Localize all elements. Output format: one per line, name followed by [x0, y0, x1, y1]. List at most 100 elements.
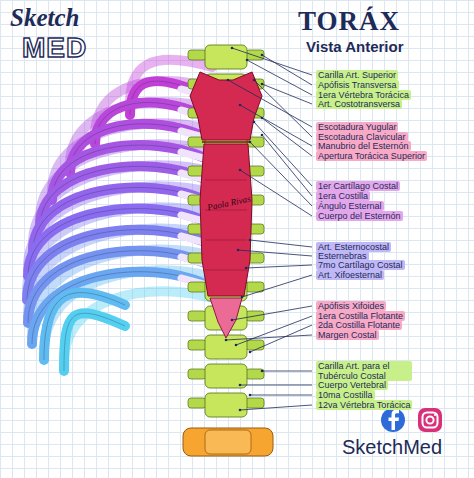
leader-dot [249, 141, 252, 144]
part-label: Carilla Art. para el Tubérculo Costal [316, 361, 412, 381]
part-label: Art. Costotransversa [316, 99, 402, 109]
leader-line [262, 84, 312, 104]
costal-cartilage [181, 131, 203, 137]
title: TORÁX [298, 6, 400, 37]
leader-line [262, 55, 312, 85]
part-label: 2da Costilla Flotante [316, 320, 402, 330]
lumbar-vertebra [183, 428, 273, 456]
part-label: 12va Vértebra Torácica [316, 400, 412, 410]
manubrium [190, 72, 262, 140]
leader-dot [241, 296, 244, 299]
leader-line [262, 118, 312, 156]
part-label: Carilla Art. Superior [316, 70, 398, 80]
transverse-process [188, 50, 206, 60]
rib-outline [64, 313, 125, 371]
leader-dot [227, 79, 230, 82]
part-label: 1era Costilla [316, 191, 370, 201]
leader-line [240, 105, 312, 146]
costal-cartilage [181, 215, 203, 221]
leader-line [250, 325, 312, 352]
leader-dot [239, 169, 242, 172]
leader-dot [261, 370, 264, 373]
sternebra-line [205, 180, 247, 181]
leader-line [240, 170, 312, 216]
leader-line [254, 80, 312, 137]
leader-line [238, 250, 312, 256]
leader-dot [261, 83, 264, 86]
leader-dot [249, 394, 252, 397]
leader-dot [261, 54, 264, 57]
sternebra-line [205, 270, 247, 271]
leader-line [232, 48, 312, 75]
rib-outline [27, 230, 205, 300]
transverse-process [188, 369, 206, 379]
rib-posterior [64, 291, 212, 365]
rib-outline [44, 293, 125, 360]
vertebra [205, 393, 247, 417]
leader-dot [249, 351, 252, 354]
transverse-process [188, 340, 206, 350]
part-label: Apófisis Transversa [316, 80, 399, 90]
leader-dot [253, 79, 256, 82]
facebook-icon [381, 408, 405, 432]
lumbar-body [205, 430, 251, 454]
rib [28, 209, 205, 276]
leader-line [262, 135, 312, 196]
leader-dot [245, 267, 248, 270]
leader-dot [261, 117, 264, 120]
leader-line [242, 275, 312, 297]
leader-line [232, 306, 312, 320]
leader-dot [225, 339, 228, 342]
leader-line [246, 265, 312, 268]
rib-outline [33, 187, 205, 252]
leader-line [228, 80, 312, 127]
leader-dot [249, 239, 252, 242]
leader-line [247, 60, 312, 95]
leader-line [250, 395, 312, 396]
leader-dot [261, 134, 264, 137]
brand-name: SketchMed [342, 436, 442, 459]
xiphoid [210, 298, 242, 338]
leader-dot [253, 121, 256, 124]
leader-dot [239, 409, 242, 412]
rib [27, 230, 205, 300]
leader-line [240, 385, 312, 386]
sternal-angle [202, 141, 250, 143]
transverse-process [246, 398, 264, 408]
vertebra [205, 364, 247, 388]
leader-line [262, 371, 312, 372]
transverse-process [246, 369, 264, 379]
subtitle: Vista Anterior [306, 38, 404, 55]
leader-dot [231, 319, 234, 322]
part-label: Ángulo Esternal [316, 201, 384, 211]
transverse-process [246, 340, 264, 350]
sternebra-line [205, 240, 247, 241]
rib [44, 293, 125, 360]
leader-dot [239, 104, 242, 107]
vertebra [205, 45, 247, 69]
part-label: Escotadura Yugular [316, 122, 398, 132]
transverse-process [188, 398, 206, 408]
transverse-process [188, 311, 206, 321]
part-label: Apófisis Xifoides [316, 301, 386, 311]
rib-outline [28, 209, 205, 276]
part-label: 10ma Costilla [316, 390, 375, 400]
leader-line [250, 240, 312, 247]
instagram-lens [426, 416, 433, 423]
instagram-dot [434, 414, 436, 416]
facebook-glyph [389, 410, 400, 430]
transverse-process [246, 282, 264, 292]
logo-script: Sketch [10, 4, 79, 32]
part-label: Art. Xifoesternal [316, 270, 384, 280]
part-label: Margen Costal [316, 330, 379, 340]
part-label: 1er Cartílago Costal [316, 181, 400, 191]
rib [64, 313, 125, 371]
transverse-process [188, 282, 206, 292]
leader-line [240, 405, 312, 410]
instagram-glyph [423, 413, 438, 428]
sternum-body [200, 144, 252, 296]
rib [33, 187, 205, 252]
instagram-icon [418, 408, 442, 432]
leader-dot [231, 47, 234, 50]
part-label: Manubrio del Esternón [316, 141, 411, 151]
